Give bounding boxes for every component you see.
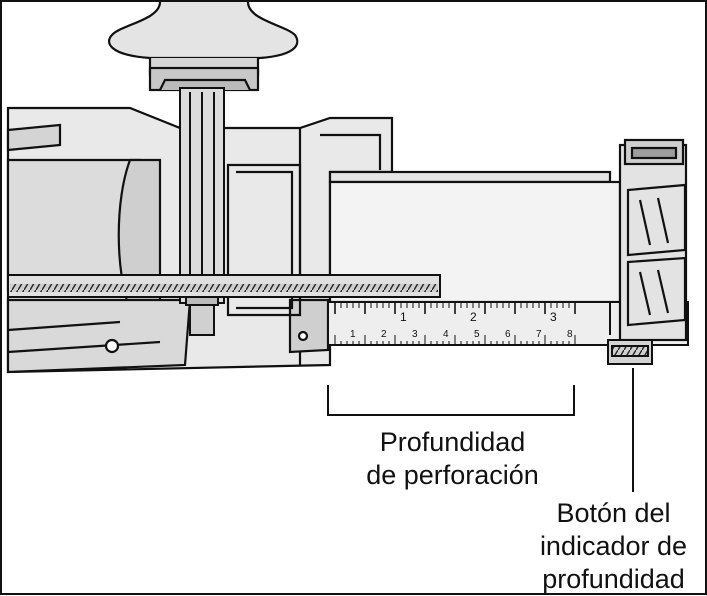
depth-stop-cap xyxy=(618,138,688,342)
gauge-rack xyxy=(7,274,441,298)
scale-minor-label: 2 xyxy=(381,329,387,340)
depth-gauge-button-label-line3: profundidad xyxy=(542,564,685,594)
drilling-depth-label: Profundidad de perforación xyxy=(320,426,585,492)
scale-minor-label: 8 xyxy=(567,329,573,340)
scale-minor-label: 5 xyxy=(474,329,480,340)
drilling-depth-label-line1: Profundidad xyxy=(379,427,526,457)
depth-gauge-button-label: Botón del indicador de profundidad xyxy=(520,497,707,596)
depth-gauge-button xyxy=(607,339,653,365)
depth-gauge-button-label-line2: indicador de xyxy=(539,531,688,561)
scale-major-3: 3 xyxy=(550,310,557,324)
depth-bracket xyxy=(327,385,575,416)
scale-major-1: 1 xyxy=(400,310,407,324)
depth-gauge-button-label-line1: Botón del xyxy=(556,498,671,528)
scale-minor-label: 3 xyxy=(412,329,418,340)
depth-scale: 1 2 3 1 2 3 4 5 6 7 8 xyxy=(327,301,689,346)
drill-chuck xyxy=(108,1,299,92)
scale-minor-label: 4 xyxy=(443,329,449,340)
scale-ticks xyxy=(334,302,576,345)
scale-minor-label: 6 xyxy=(505,329,511,340)
scale-minor-label: 7 xyxy=(536,329,542,340)
scale-major-2: 2 xyxy=(470,310,477,324)
drill-body xyxy=(6,106,394,374)
drill-spindle xyxy=(179,87,225,336)
scale-minor-labels: 1 2 3 4 5 6 7 8 xyxy=(350,329,573,340)
scale-minor-label: 1 xyxy=(350,329,356,340)
drilling-depth-label-line2: de perforación xyxy=(366,460,539,490)
